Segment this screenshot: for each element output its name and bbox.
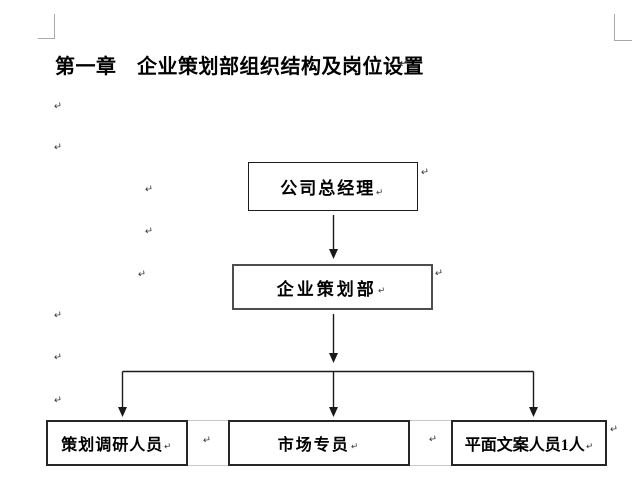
paragraph-mark: ↵ bbox=[375, 187, 387, 199]
text-boundary-mark-top-right bbox=[614, 14, 632, 41]
paragraph-mark: ↵ bbox=[53, 100, 64, 113]
org-node-label: 平面文案人员1人 bbox=[464, 437, 585, 454]
paragraph-mark: ↵ bbox=[144, 225, 155, 238]
org-node-label: 策划调研人员 bbox=[61, 437, 164, 454]
paragraph-mark: ↵ bbox=[377, 285, 389, 297]
paragraph-mark: ↵ bbox=[609, 423, 620, 436]
branch-connector bbox=[118, 370, 538, 417]
org-node-label: 企业策划部 bbox=[276, 279, 377, 299]
text-boundary-mark-top-left bbox=[38, 14, 55, 39]
paragraph-mark: ↵ bbox=[163, 441, 174, 453]
arrow-gm-to-dept bbox=[329, 215, 338, 259]
chapter-title-text: 第一章 企业策划部组织结构及岗位设置 bbox=[55, 56, 424, 78]
paragraph-mark: ↵ bbox=[53, 351, 64, 364]
org-node-research-staff: 策划调研人员 ↵ bbox=[46, 420, 188, 466]
paragraph-mark: ↵ bbox=[428, 433, 439, 446]
paragraph-mark: ↵ bbox=[398, 55, 410, 71]
paragraph-mark: ↵ bbox=[202, 434, 213, 447]
paragraph-mark: ↵ bbox=[350, 441, 361, 453]
paragraph-mark: ↵ bbox=[53, 394, 64, 407]
paragraph-mark: ↵ bbox=[53, 141, 64, 154]
org-node-copywriter: 平面文案人员1人 ↵ bbox=[451, 420, 607, 466]
org-node-label: 公司总经理 bbox=[280, 179, 376, 198]
table-gridlines bbox=[188, 420, 451, 466]
org-node-label: 市场专员 bbox=[277, 437, 350, 454]
org-node-general-manager: 公司总经理 ↵ bbox=[248, 162, 418, 211]
org-node-planning-dept: 企业策划部 ↵ bbox=[232, 264, 433, 310]
paragraph-mark: ↵ bbox=[420, 166, 431, 179]
paragraph-mark: ↵ bbox=[434, 267, 445, 280]
org-node-market-specialist: 市场专员 ↵ bbox=[228, 420, 410, 466]
paragraph-mark: ↵ bbox=[53, 309, 64, 322]
chapter-title: 第一章 企业策划部组织结构及岗位设置 bbox=[55, 50, 424, 79]
paragraph-mark: ↵ bbox=[585, 441, 594, 453]
paragraph-mark: ↵ bbox=[137, 268, 148, 281]
paragraph-mark: ↵ bbox=[144, 183, 155, 196]
arrow-dept-to-branch bbox=[329, 314, 338, 363]
